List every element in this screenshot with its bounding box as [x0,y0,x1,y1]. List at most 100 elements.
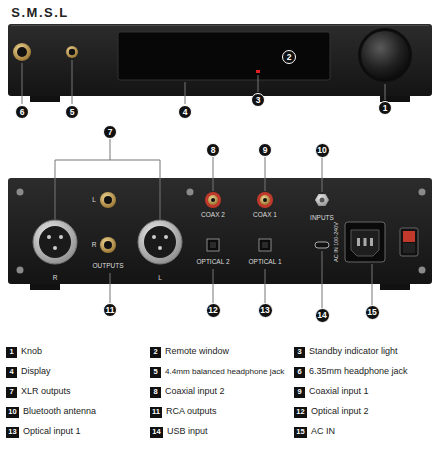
legend-number: 11RCA outputs [150,407,162,418]
antenna-pin [320,198,325,203]
number-text: 8 [211,146,216,155]
panel-marking: R [53,275,58,282]
number-text: 14 [152,428,160,436]
legend-number: 54.4mm balanced headphone jack [150,367,161,378]
panel-marking: R [92,242,97,249]
switch-rocker [403,243,415,253]
coax-jack [205,192,221,208]
part-name: XLR outputs [21,387,71,397]
number-text: 13 [260,306,269,315]
headphone-jack [13,43,31,61]
part-name: Optical input 1 [23,427,81,437]
number-text: 12 [208,306,217,315]
number-text: 2 [153,348,157,356]
panel-marking: OPTICAL 2 [197,259,230,266]
leader-line [372,264,373,305]
legend-number: 15AC IN [294,427,307,438]
screw [419,267,426,274]
part-name: 6.35mm headphone jack [309,367,408,377]
panel-marking: L [158,275,162,282]
number-text: 11 [152,408,160,416]
panel-marking: INPUTS [310,215,334,222]
front-panel [8,24,432,104]
ac-inlet-socket [351,230,379,256]
standby-light [256,70,260,73]
screw [419,189,426,196]
rca-hole [104,241,112,249]
balanced-jack [66,46,78,58]
part-name: USB input [167,427,208,437]
part-name: Knob [21,347,42,357]
screw [17,267,24,274]
panel-marking: OUTPUTS [92,263,123,270]
back-body [8,178,432,284]
knob-ring [358,28,412,82]
panel-marking: L [92,197,96,204]
number-text: 4 [9,368,13,376]
number-text: 5 [70,108,75,117]
legend-number: 4Display [6,367,17,378]
number-text: 2 [287,53,292,62]
number-text: 11 [106,306,115,315]
coax-jack [257,192,273,208]
number-text: 14 [317,311,326,320]
number-text: 5 [153,368,157,376]
callout-number: 8 [206,143,220,157]
leader-line [258,75,259,92]
back-panel [8,139,432,308]
legend-number: 2Remote window [150,347,161,358]
number-text: 7 [9,388,13,396]
xlr-pin [47,235,51,239]
legend-number: 66.35mm headphone jack [294,367,305,378]
panel-marking: COAX 1 [253,212,277,219]
part-name: Display [21,367,51,377]
number-text: 3 [256,96,261,105]
xlr-face [39,226,71,258]
xlr-pin [59,235,63,239]
legend-number: 12Optical input 2 [294,407,307,418]
legend-number: 7XLR outputs [6,387,17,398]
display-window [118,32,330,80]
optical-port [259,239,271,251]
coax-ring [208,195,218,205]
leader-line [72,60,73,104]
panel-marking: OPTICAL 1 [249,259,282,266]
number-text: 1 [383,104,388,113]
rca-jack [100,192,116,208]
part-name: Coaxial input 1 [309,387,369,397]
number-text: 10 [317,146,326,155]
part-name: AC IN [311,427,335,437]
optical-shutter [210,242,216,248]
number-text: 8 [153,388,157,396]
number-text: 15 [296,428,304,436]
jack-hole [69,49,75,55]
callout-number: 3 [251,93,265,107]
part-name: 4.4mm balanced headphone jack [165,368,284,377]
coax-hole [211,198,215,202]
screw [187,189,194,196]
callout-number: 2 [282,50,296,64]
callout-number: 7 [103,125,117,139]
leader-line [213,269,214,303]
callout-number: 1 [378,101,392,115]
body-highlight [11,25,429,26]
part-name: Coaxial input 2 [165,387,225,397]
legend-number: 14USB input [150,427,163,438]
panel-marking: COAX 2 [201,212,225,219]
leader-lines [110,157,372,308]
xlr-connector [138,220,182,264]
leader-line [110,273,111,303]
leader-lines [22,60,385,104]
part-name: Bluetooth antenna [23,407,96,417]
leader-line [265,157,266,191]
coax-ring [260,195,270,205]
callout-number: 6 [15,105,29,119]
number-text: 4 [183,108,188,117]
ac-pin [364,238,367,246]
callout-number: 13 [258,303,273,318]
screw [17,189,24,196]
rca-hole [104,196,112,204]
number-text: 9 [263,146,268,155]
